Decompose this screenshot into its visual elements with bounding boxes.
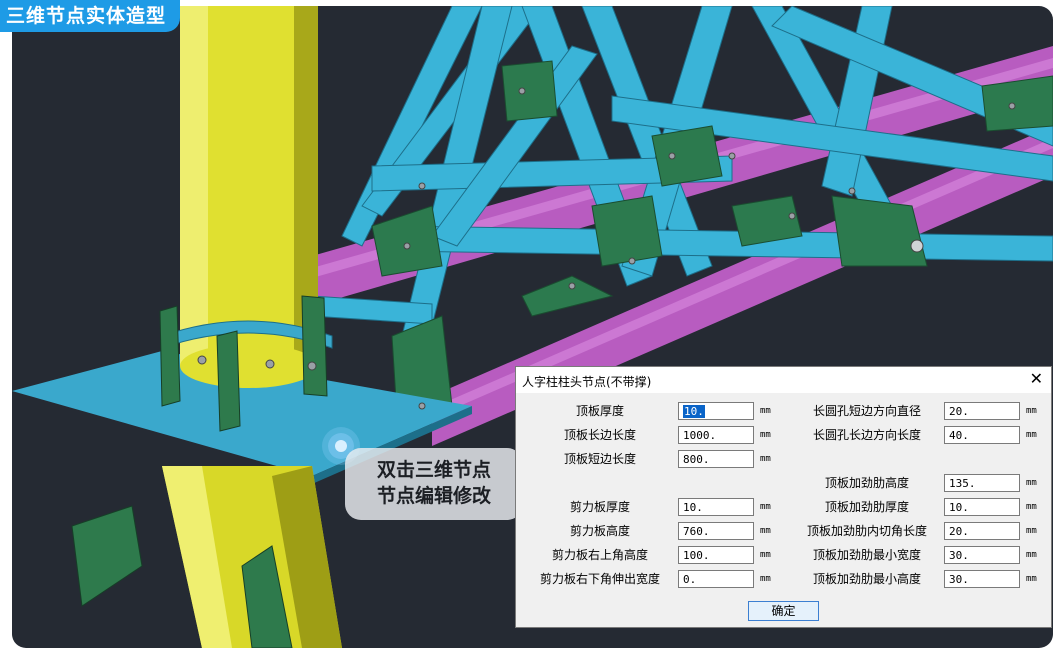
input-value: 40. [949,429,969,442]
input-value: 0. [683,573,697,586]
left-field-input[interactable]: 10. [678,402,754,420]
right-field-input[interactable]: 20. [944,402,1020,420]
dialog-title: 人字柱柱头节点(不带撑) [522,375,652,389]
left-field-input[interactable]: 760. [678,522,754,540]
input-value: 100. [683,549,710,562]
bolts [197,87,1016,410]
left-field-unit: mm [760,406,771,416]
left-field-input[interactable]: 10. [678,498,754,516]
right-field-label: 长圆孔短边方向直径 [812,404,921,418]
right-field-input[interactable]: 30. [944,570,1020,588]
left-field-unit: mm [760,574,771,584]
ok-button[interactable]: 确定 [748,601,819,621]
left-field-label: 顶板厚度 [575,404,624,418]
3d-viewport[interactable]: 双击三维节点 节点编辑修改 [12,6,1053,648]
right-field-label: 顶板加劲肋厚度 [824,500,909,514]
right-field-input[interactable]: 30. [944,546,1020,564]
right-field-input[interactable]: 20. [944,522,1020,540]
yellow-column [162,6,342,648]
left-field-unit: mm [760,430,771,440]
hint-line-1: 双击三维节点 [376,459,491,481]
input-value: 10. [683,501,703,514]
right-field-label: 顶板加劲肋高度 [824,476,909,490]
dialog-titlebar[interactable]: 人字柱柱头节点(不带撑) ✕ [516,367,1051,393]
right-field-label: 顶板加劲肋内切角长度 [806,524,927,538]
right-field-unit: mm [1026,574,1037,584]
left-field-unit: mm [760,454,771,464]
input-value: 800. [683,453,710,466]
right-field-unit: mm [1026,526,1037,536]
left-field-unit: mm [760,502,771,512]
left-field-input[interactable]: 100. [678,546,754,564]
input-value: 20. [949,525,969,538]
right-field-input[interactable]: 10. [944,498,1020,516]
left-field-label: 剪力板右上角高度 [551,548,648,562]
hint-line-2: 节点编辑修改 [376,485,491,507]
input-value: 10. [683,405,705,418]
node-edit-dialog: 人字柱柱头节点(不带撑) ✕ 顶板厚度 10. mm 顶板长边长度 1000. mm 顶板短… [515,366,1052,628]
left-field-label: 顶板长边长度 [563,428,636,442]
structure-model[interactable] [12,6,1053,648]
left-field-input[interactable]: 0. [678,570,754,588]
input-value: 10. [949,501,969,514]
input-value: 30. [949,549,969,562]
left-field-input[interactable]: 800. [678,450,754,468]
right-field-unit: mm [1026,406,1037,416]
input-value: 30. [949,573,969,586]
input-value: 20. [949,405,969,418]
left-field-label: 顶板短边长度 [563,452,636,466]
right-field-unit: mm [1026,478,1037,488]
right-field-input[interactable]: 135. [944,474,1020,492]
right-field-input[interactable]: 40. [944,426,1020,444]
left-field-label: 剪力板右下角伸出宽度 [539,572,660,586]
input-value: 135. [949,477,976,490]
right-field-unit: mm [1026,502,1037,512]
input-value: 1000. [683,429,717,442]
right-field-unit: mm [1026,550,1037,560]
right-field-unit: mm [1026,430,1037,440]
ring-stiffeners [71,295,333,648]
left-field-label: 剪力板高度 [569,524,630,538]
left-field-unit: mm [760,550,771,560]
gusset-plates [371,60,1053,417]
feature-title-badge: 三维节点实体造型 [0,0,181,32]
left-field-unit: mm [760,526,771,536]
input-value: 760. [683,525,710,538]
right-field-label: 长圆孔长边方向长度 [812,428,921,442]
left-field-input[interactable]: 1000. [678,426,754,444]
hint-bubble: 双击三维节点 节点编辑修改 [345,448,523,520]
close-icon[interactable]: ✕ [1029,369,1043,388]
right-field-label: 顶板加劲肋最小高度 [812,572,921,586]
right-field-label: 顶板加劲肋最小宽度 [812,548,921,562]
left-field-label: 剪力板厚度 [569,500,630,514]
